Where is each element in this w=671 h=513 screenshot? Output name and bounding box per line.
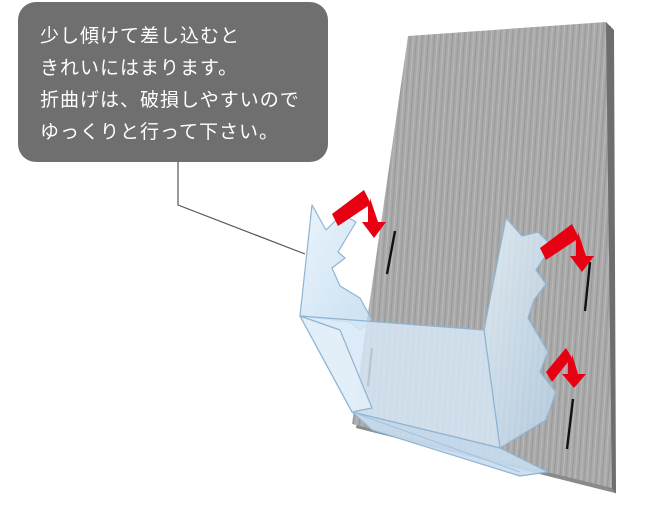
insert-arrow-icon <box>540 224 594 272</box>
holder-bottom-tray <box>351 411 549 477</box>
callout-line-2: きれいにはまります。 <box>40 57 239 79</box>
insert-arrow-icon <box>546 348 586 388</box>
callout-line-3: 折曲げは、破損しやすいので <box>40 89 300 111</box>
insert-arrows <box>332 190 594 388</box>
slot-left-upper <box>385 230 397 275</box>
slot-right-upper <box>583 261 592 312</box>
holder-left-wing <box>299 204 373 331</box>
instruction-callout: 少し傾けて差し込むと きれいにはまります。 折曲げは、破損しやすいので ゆっくり… <box>18 2 328 162</box>
callout-line-4: ゆっくりと行って下さい。 <box>40 121 280 143</box>
acrylic-holder <box>299 204 557 477</box>
callout-line-1: 少し傾けて差し込むと <box>40 25 241 47</box>
insert-arrow-icon <box>332 190 386 238</box>
holder-back-panel <box>299 315 373 413</box>
callout-leader <box>177 162 306 255</box>
slot-right-lower <box>565 398 575 450</box>
holder-right-wing <box>483 217 557 449</box>
